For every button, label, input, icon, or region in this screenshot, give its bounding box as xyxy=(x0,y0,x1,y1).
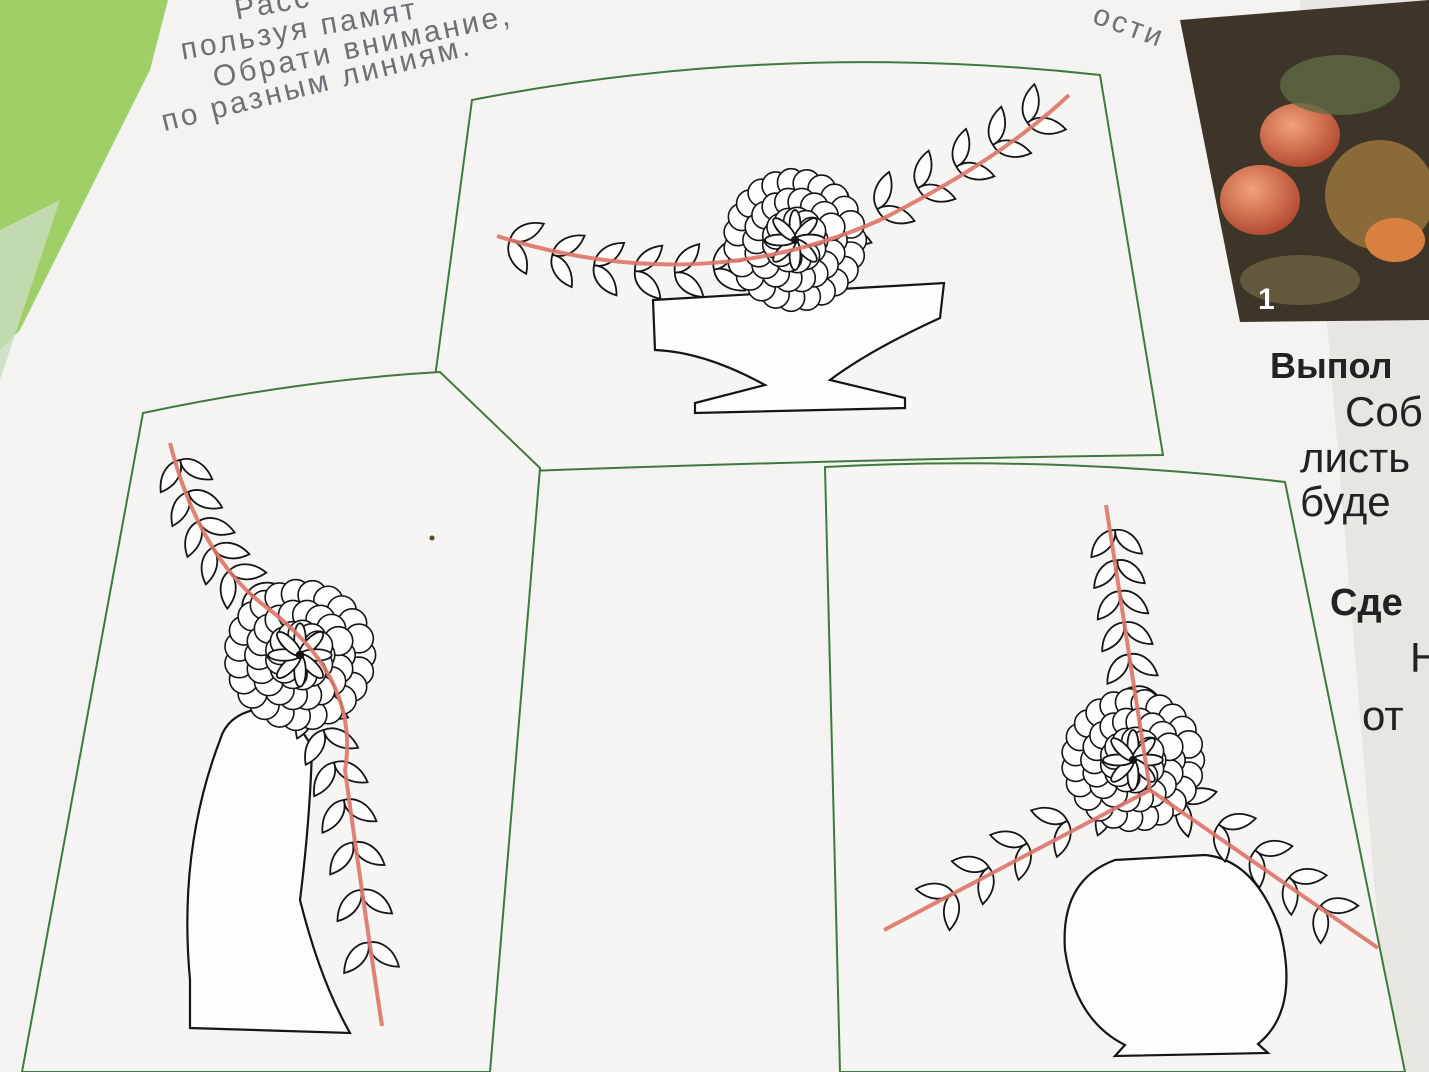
leaf xyxy=(313,761,336,798)
green-tab xyxy=(0,0,168,350)
illustration-bowl xyxy=(420,61,1165,477)
leaf xyxy=(507,238,528,276)
leaf xyxy=(1106,653,1130,685)
ink-dot xyxy=(429,535,435,541)
photo-number: 1 xyxy=(1258,283,1275,316)
flower-bowl xyxy=(723,167,868,313)
flower-center xyxy=(295,650,305,660)
side-line-2: листь xyxy=(1300,434,1411,481)
illustration-round-vase xyxy=(823,462,1407,1072)
leaf xyxy=(550,253,573,289)
line-s-curve xyxy=(168,442,384,1027)
leaf xyxy=(1116,559,1146,585)
leaf xyxy=(342,798,378,823)
flower-round-vase xyxy=(1061,687,1206,833)
side-line-4: Н xyxy=(1410,634,1429,681)
green-tab-shadow xyxy=(0,200,60,380)
leaf xyxy=(1029,806,1069,826)
leaf xyxy=(186,489,224,510)
side-heading-1: Выпол xyxy=(1270,345,1393,386)
side-line-3: буде xyxy=(1300,478,1391,525)
leaf xyxy=(950,855,990,874)
leaf xyxy=(343,941,370,975)
flower-center xyxy=(790,235,800,245)
illustration-tall-vase xyxy=(20,370,542,1072)
flower-center xyxy=(1128,755,1138,765)
side-heading-2: Сде xyxy=(1330,582,1403,624)
line-three-rays xyxy=(883,504,1380,950)
leaf xyxy=(987,105,1006,147)
leaf xyxy=(592,264,618,297)
side-line-1: Соб xyxy=(1345,388,1423,435)
leaf xyxy=(304,728,326,767)
line-horizontal-arc xyxy=(496,93,1071,267)
leaf xyxy=(1114,528,1144,555)
flower-tall-vase xyxy=(224,578,377,732)
leaf xyxy=(197,517,237,536)
leaf xyxy=(633,270,662,300)
leaf xyxy=(1288,868,1329,885)
leaf xyxy=(951,127,971,168)
side-line-5: от xyxy=(1362,692,1404,739)
leaf xyxy=(329,841,355,876)
leaf xyxy=(178,458,214,481)
leaf xyxy=(943,891,960,932)
leaf xyxy=(713,267,747,292)
leaf xyxy=(322,727,360,750)
leaf xyxy=(673,271,705,298)
bowl-outline xyxy=(651,281,946,415)
leaf xyxy=(321,799,346,834)
leaf xyxy=(336,889,363,923)
leaf xyxy=(991,139,1033,158)
leaf xyxy=(988,830,1028,849)
leaf xyxy=(211,541,251,560)
leaf xyxy=(1319,897,1360,915)
still-life-photo xyxy=(1180,0,1429,322)
leaf xyxy=(1217,813,1258,831)
leaf xyxy=(873,170,893,211)
leaf xyxy=(913,149,933,190)
leaf xyxy=(1021,82,1040,124)
round-vase-outline xyxy=(1063,853,1288,1058)
leaf xyxy=(1254,839,1294,857)
leaf xyxy=(1119,589,1150,615)
leaf xyxy=(1101,621,1126,653)
